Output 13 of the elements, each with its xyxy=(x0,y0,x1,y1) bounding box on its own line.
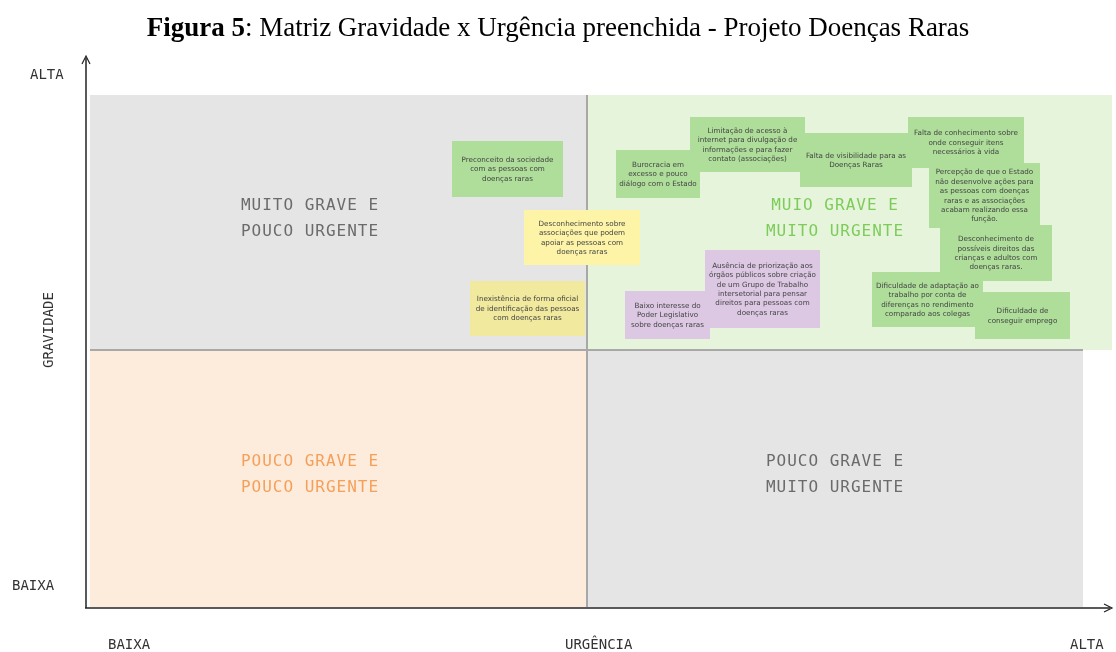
axis-label: BAIXA xyxy=(12,577,55,593)
axis-label: ALTA xyxy=(30,66,64,82)
quadrant xyxy=(587,350,1083,607)
quadrant xyxy=(90,350,587,607)
figure-title: Figura 5: Matriz Gravidade x Urgência preenchida - Projeto Doenças Raras xyxy=(145,12,971,43)
quadrant-label: MUIO GRAVE E MUITO URGENTE xyxy=(764,194,906,242)
axis-label: URGÊNCIA xyxy=(565,636,633,652)
quadrant-label: POUCO GRAVE E POUCO URGENTE xyxy=(239,450,381,498)
axis-label: BAIXA xyxy=(108,636,151,652)
quadrant-label: MUITO GRAVE E POUCO URGENTE xyxy=(239,194,381,242)
quadrant-label: POUCO GRAVE E MUITO URGENTE xyxy=(764,450,906,498)
axis-label: ALTA xyxy=(1070,636,1104,652)
axis-label: GRAVIDADE xyxy=(40,292,56,368)
